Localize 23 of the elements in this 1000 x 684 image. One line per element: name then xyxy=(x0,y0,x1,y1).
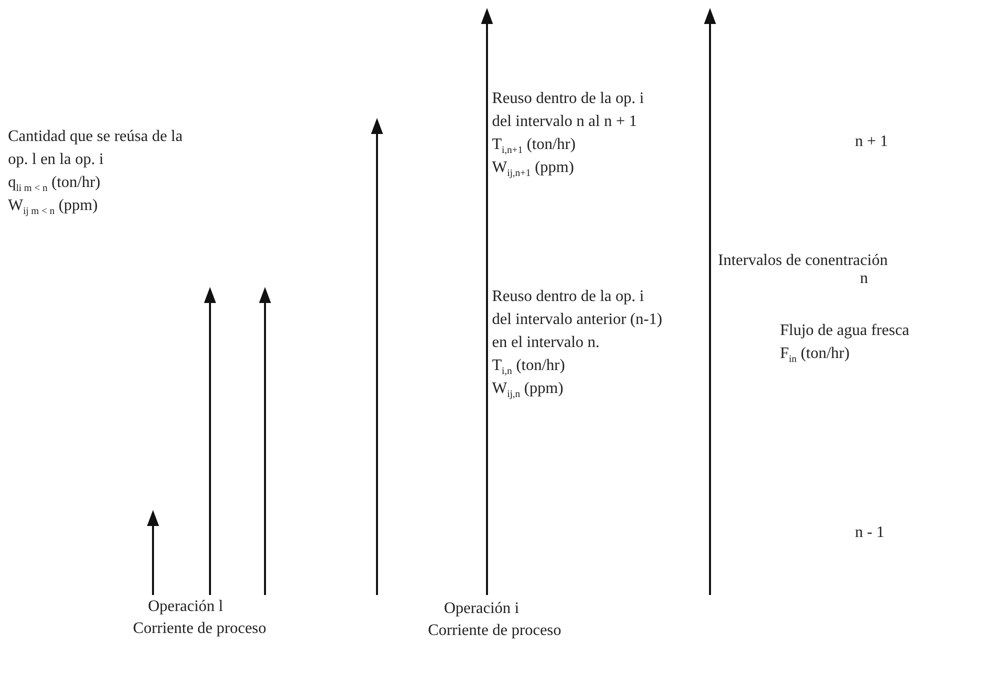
interval-label: n - 1 xyxy=(855,524,884,542)
annotation-text: Reuso dentro de la op. i xyxy=(492,90,644,108)
annotation-text: T$_{i,n+1}$ (ton/hr) xyxy=(492,136,576,158)
interval-label: n + 1 xyxy=(855,133,888,151)
operation-label: Corriente de proceso xyxy=(428,622,562,640)
annotation-text: q$_{li m < n}$ (ton/hr) xyxy=(8,174,100,196)
axis-label: Intervalos de conentración xyxy=(718,252,888,270)
annotation-text: Cantidad que se reúsa de la xyxy=(8,128,183,146)
annotation-text: Reuso dentro de la op. i xyxy=(492,288,644,306)
annotation-text: W$_{ij,n}$ (ppm) xyxy=(492,380,564,402)
interval-label: n xyxy=(860,270,868,288)
annotation-text: op. l en la op. i xyxy=(8,151,104,169)
annotation-text: W$_{ij,n+1}$ (ppm) xyxy=(492,159,574,182)
annotation-text: en el intervalo n. xyxy=(492,334,600,352)
operation-label: Operación i xyxy=(444,600,520,618)
operation-label: Corriente de proceso xyxy=(133,620,266,638)
operation-label: Operación l xyxy=(148,598,224,616)
annotation-text: del intervalo n al n + 1 xyxy=(492,113,637,131)
annotation-text: W$_{ij m < n}$ (ppm) xyxy=(8,197,98,220)
annotation-text: del intervalo anterior (n-1) xyxy=(492,311,662,329)
annotation-text: T$_{i,n}$ (ton/hr) xyxy=(492,357,565,380)
annotation-text: F$_{in}$ (ton/hr) xyxy=(780,345,850,368)
annotation-text: Flujo de agua fresca xyxy=(780,322,910,340)
